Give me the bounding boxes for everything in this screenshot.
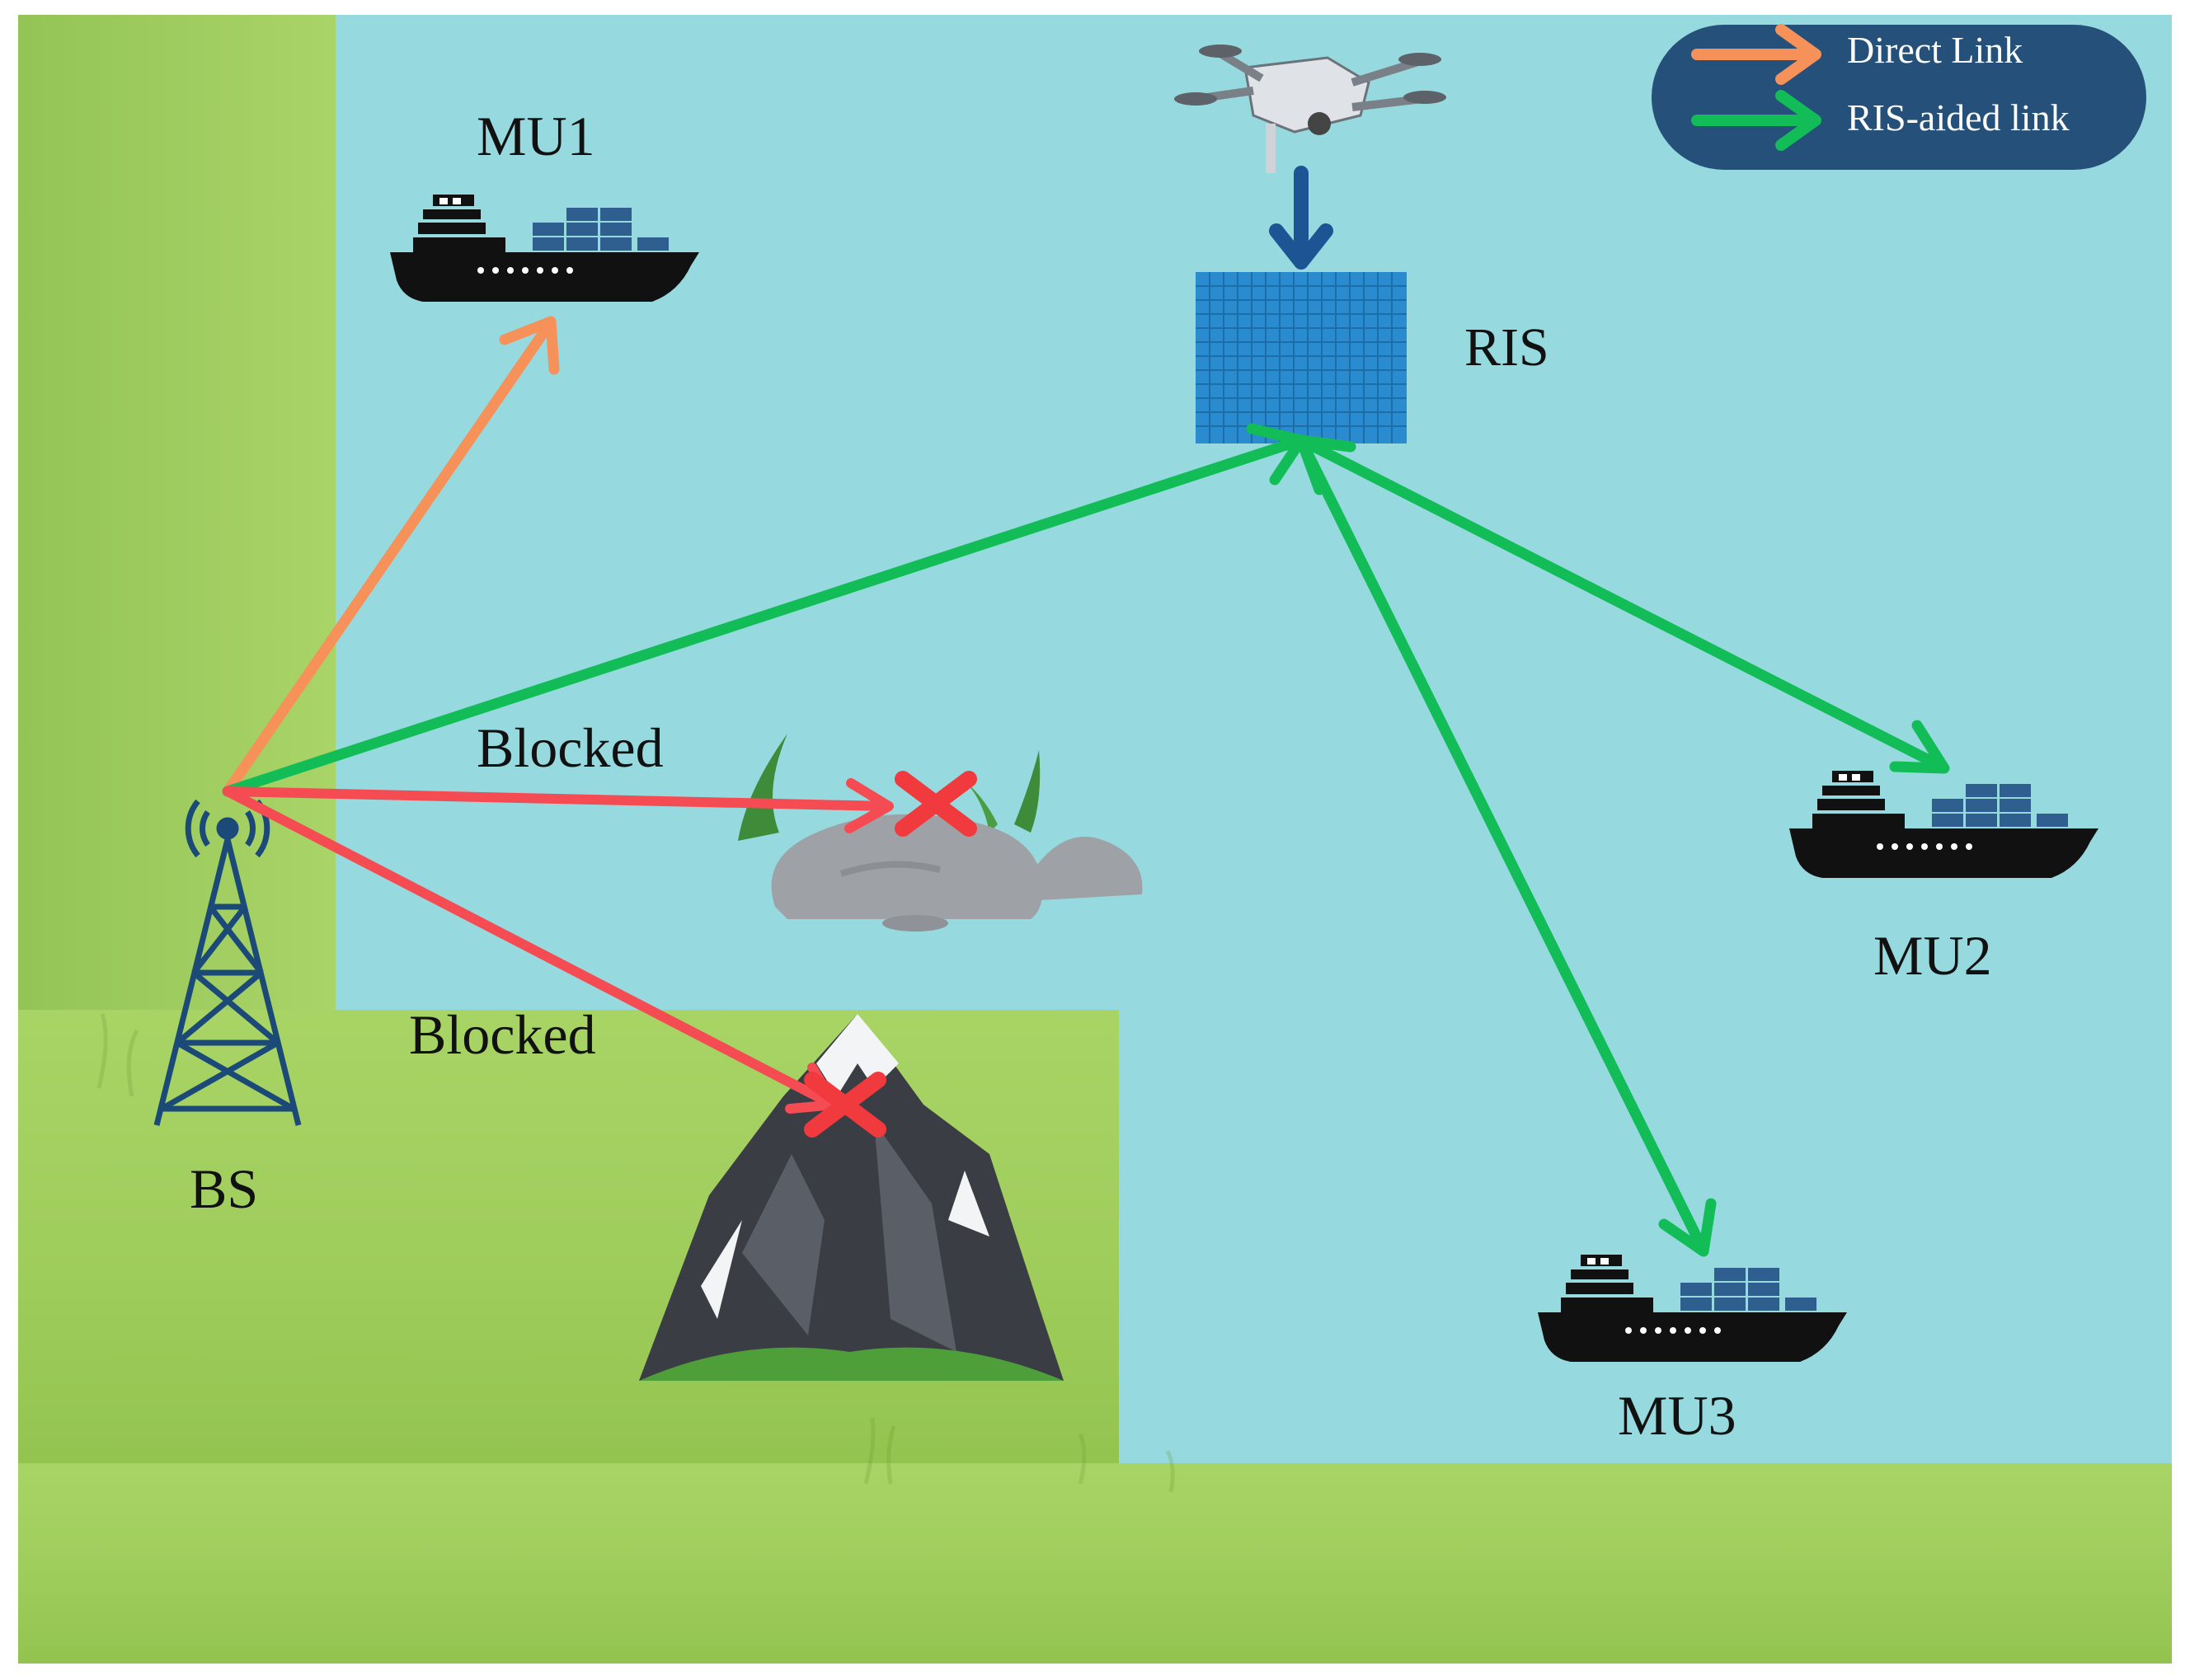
ris-panel-icon [1196, 272, 1407, 443]
blocked-rock-label: Blocked [477, 716, 664, 779]
mu2-label: MU2 [1873, 924, 1992, 987]
blocked-link-rock [223, 778, 894, 833]
coastline-strip [18, 15, 336, 1012]
ris-arrowhead-at-ris-from-mu [1295, 434, 1356, 495]
grass-texture [96, 1013, 1175, 1493]
mu3-label: MU3 [1618, 1384, 1736, 1447]
ris-link-ris-to-mu3 [1295, 434, 1717, 1257]
direct-link-arrow-mu1 [222, 316, 560, 797]
grass-shore [18, 1463, 2172, 1664]
legend-ris-arrow-icon [1691, 90, 1821, 151]
drone-down-arrow-icon [1269, 166, 1333, 270]
antenna-tower-icon [153, 799, 302, 1126]
rock-obstacle-icon [738, 734, 1143, 932]
legend-ris-label: RIS-aided link [1847, 96, 2070, 138]
blocked-mountain-label: Blocked [409, 1003, 596, 1066]
legend-direct-arrow-icon [1691, 24, 1821, 85]
legend: Direct Link RIS-aided link [1652, 24, 2146, 170]
legend-direct-label: Direct Link [1847, 29, 2023, 71]
ris-label: RIS [1464, 317, 1549, 378]
bs-label: BS [190, 1157, 258, 1220]
drone-icon [1174, 45, 1446, 173]
mu1-label: MU1 [477, 105, 595, 167]
ris-link-ris-to-mu2 [1295, 434, 1950, 774]
legend-panel [1652, 25, 2146, 170]
